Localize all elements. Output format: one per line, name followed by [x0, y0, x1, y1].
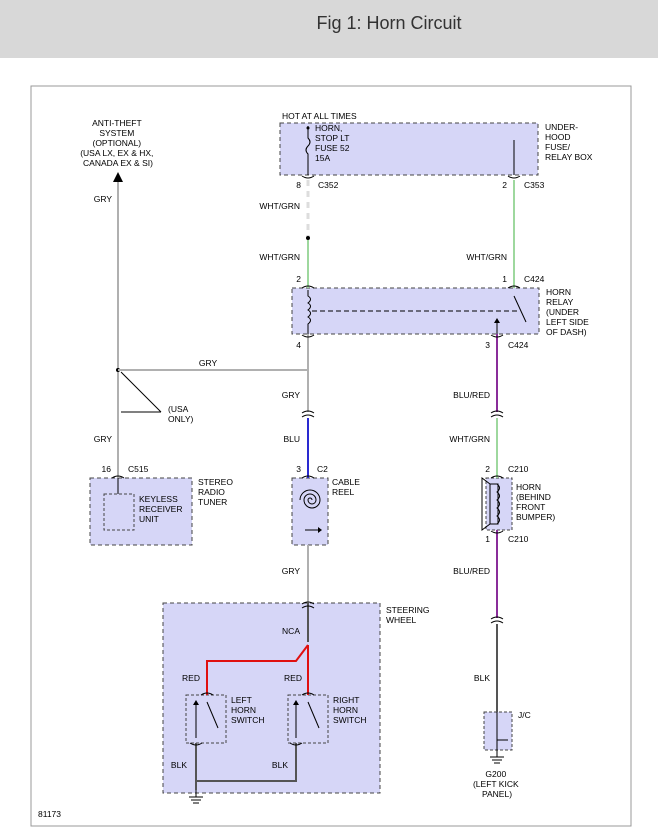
left-horn-switch-label: LEFT HORN SWITCH	[231, 695, 265, 725]
jc-box	[483, 711, 513, 751]
connector-c424-top: C424	[524, 274, 545, 284]
connector-break-c210-top	[490, 475, 504, 479]
connector-break-steering	[301, 601, 315, 609]
stereo-radio-tuner-box	[89, 477, 193, 546]
relay-contact-arrow	[494, 318, 500, 323]
cable-reel-box	[291, 477, 329, 546]
wire-label-gry-reel-out: GRY	[282, 566, 301, 576]
wire-label-gry-relay-out: GRY	[282, 390, 301, 400]
connector-c210-top: C210	[508, 464, 529, 474]
figure-number: 81173	[38, 809, 61, 819]
horn-coil	[496, 483, 500, 525]
left-horn-switch-box	[185, 694, 227, 744]
anti-theft-label: ANTI-THEFT SYSTEM (OPTIONAL) (USA LX, EX…	[80, 118, 156, 168]
ground-symbol-g200	[490, 750, 504, 764]
wire-label-red-right: RED	[284, 673, 302, 683]
connector-break-c2	[301, 475, 315, 479]
wire-label-gry-anti-lower: GRY	[94, 434, 113, 444]
connector-break-relay-pin3	[490, 334, 504, 338]
keyless-receiver-box	[103, 493, 135, 531]
splice-wht-grn	[306, 236, 310, 240]
anti-theft-arrow	[113, 172, 123, 182]
underhood-label: UNDER- HOOD FUSE/ RELAY BOX	[545, 122, 593, 162]
connector-c424-bottom: C424	[508, 340, 529, 350]
connector-break-left-switch-bottom	[189, 742, 203, 746]
pin-3-relay: 3	[485, 340, 490, 350]
ground-symbol-steering	[189, 790, 203, 804]
connector-c210-bottom: C210	[508, 534, 529, 544]
underhood-fuse-box	[279, 122, 539, 176]
connector-break-ground	[490, 616, 504, 624]
usa-only-pointer	[120, 371, 162, 413]
connector-break-left-switch	[200, 692, 214, 696]
figure-header: Fig 1: Horn Circuit	[0, 0, 658, 58]
wire-label-wht-grn-horn: WHT/GRN	[449, 434, 490, 444]
connector-break-right-switch-bottom	[289, 742, 303, 746]
wire-blk-right	[196, 743, 297, 782]
wire-label-gry-anti-upper: GRY	[94, 194, 113, 204]
connector-c352: C352	[318, 180, 339, 190]
left-horn-switch-symbol	[193, 700, 219, 738]
figure-title: Fig 1: Horn Circuit	[316, 13, 462, 33]
jc-label: J/C	[518, 710, 531, 720]
pin-8: 8	[296, 180, 301, 190]
connector-break-c210-bottom	[490, 530, 504, 534]
horn-relay-label: HORN RELAY (UNDER LEFT SIDE OF DASH)	[546, 287, 591, 337]
connector-break-relay-pin4	[301, 334, 315, 338]
pin-2-relay: 2	[296, 274, 301, 284]
cable-reel-spiral	[299, 489, 321, 509]
diagram-frame	[30, 85, 632, 827]
pin-1-relay: 1	[502, 274, 507, 284]
wire-label-blk-left: BLK	[171, 760, 187, 770]
wire-label-blu-red-upper: BLU/RED	[453, 390, 490, 400]
connector-break-fuse-left	[301, 175, 315, 179]
connector-break-relay-pin2	[301, 285, 315, 289]
pin-2-fuse: 2	[502, 180, 507, 190]
right-horn-switch-label: RIGHT HORN SWITCH	[333, 695, 367, 725]
wire-label-wht-grn-lower: WHT/GRN	[259, 252, 300, 262]
wire-label-wht-grn-upper: WHT/GRN	[259, 201, 300, 211]
connector-break-relay-pin1	[507, 285, 521, 289]
pin-3-c2: 3	[296, 464, 301, 474]
connector-break-c515	[111, 475, 125, 479]
connector-c353: C353	[524, 180, 545, 190]
wire-label-blu-red-lower: BLU/RED	[453, 566, 490, 576]
cable-reel-arrow	[318, 527, 322, 533]
right-horn-switch-symbol	[293, 700, 320, 738]
wire-label-blu: BLU	[283, 434, 300, 444]
g200-label: G200 (LEFT KICK PANEL)	[473, 769, 521, 799]
wire-red	[206, 644, 309, 695]
keyless-label: KEYLESS RECEIVER UNIT	[139, 494, 185, 524]
relay-coil	[307, 290, 311, 334]
stereo-label: STEREO RADIO TUNER	[198, 477, 235, 507]
steering-wheel-label: STEERING WHEEL	[386, 605, 432, 625]
pin-2-horn: 2	[485, 464, 490, 474]
relay-contact-arm	[513, 295, 527, 323]
connector-break-horn	[490, 410, 504, 418]
wire-label-wht-grn-right: WHT/GRN	[466, 252, 507, 262]
connector-c2: C2	[317, 464, 328, 474]
horn-bell	[481, 477, 491, 531]
cable-reel-label: CABLE REEL	[332, 477, 362, 497]
fuse-label: HORN, STOP LT FUSE 52 15A	[315, 123, 352, 163]
connector-c515: C515	[128, 464, 149, 474]
horn-body	[489, 483, 499, 525]
connector-break-relay-out	[301, 410, 315, 418]
connector-break-fuse-right	[507, 175, 521, 179]
connector-break-right-switch	[301, 692, 315, 696]
usa-only-label: (USA ONLY)	[168, 404, 194, 424]
horn-label: HORN (BEHIND FRONT BUMPER)	[516, 482, 555, 522]
fuse-symbol	[305, 126, 311, 175]
pin-16: 16	[102, 464, 112, 474]
wire-label-blk-right: BLK	[272, 760, 288, 770]
pin-4: 4	[296, 340, 301, 350]
wire-label-gry-branch: GRY	[199, 358, 218, 368]
wire-label-nca: NCA	[282, 626, 300, 636]
hot-at-all-times-label: HOT AT ALL TIMES	[282, 111, 357, 121]
fuse-top-dot	[306, 126, 310, 130]
wire-label-blk-ground: BLK	[474, 673, 490, 683]
wire-label-red-left: RED	[182, 673, 200, 683]
pin-1-horn: 1	[485, 534, 490, 544]
